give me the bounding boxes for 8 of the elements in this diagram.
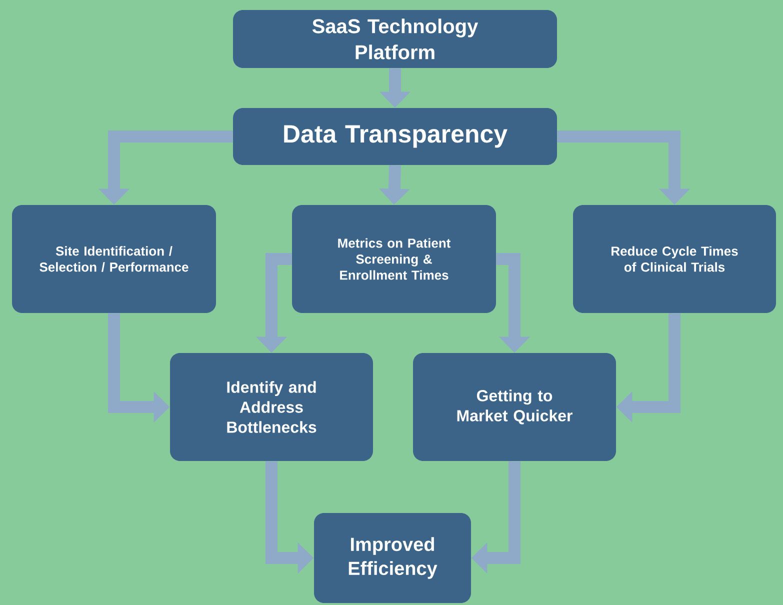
process-box: Improved Efficiency [314, 513, 471, 603]
process-box: Data Transparency [233, 108, 557, 165]
process-box: Metrics on Patient Screening & Enrollment Times [292, 205, 496, 313]
process-box: Getting to Market Quicker [413, 353, 616, 461]
process-box: SaaS Technology Platform [233, 10, 557, 68]
process-box: Site Identification / Selection / Performance [12, 205, 216, 313]
process-box: Identify and Address Bottlenecks [170, 353, 373, 461]
process-box: Reduce Cycle Times of Clinical Trials [573, 205, 776, 313]
